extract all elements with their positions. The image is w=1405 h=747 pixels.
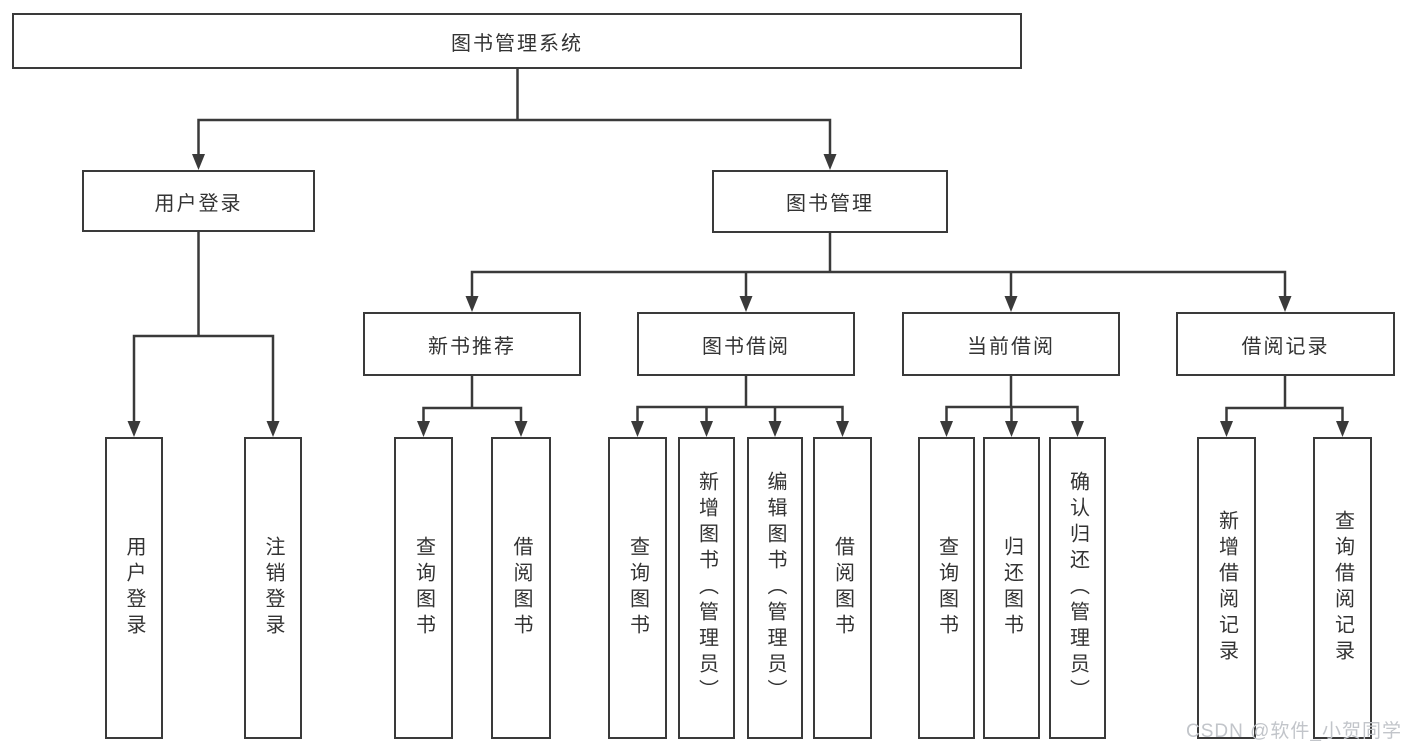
leaf-label-edit-books-admin: 编辑图书（管理员） <box>764 471 786 705</box>
leaf-box-add-books-admin: 新增图书（管理员） <box>678 437 735 739</box>
node-box-borrow-records: 借阅记录 <box>1176 312 1395 376</box>
node-box-user-login: 用户登录 <box>82 170 315 232</box>
leaf-box-edit-books-admin: 编辑图书（管理员） <box>747 437 803 739</box>
node-box-book-borrow: 图书借阅 <box>637 312 855 376</box>
leaf-box-user-login: 用户登录 <box>105 437 163 739</box>
arrowhead-icon <box>514 421 528 437</box>
arrowhead-icon <box>465 296 479 312</box>
node-label-book-borrow: 图书借阅 <box>702 335 790 358</box>
node-box-book-management: 图书管理 <box>712 170 948 233</box>
node-box-current-borrow: 当前借阅 <box>902 312 1120 376</box>
arrowhead-icon <box>192 154 205 170</box>
node-label-borrow-records: 借阅记录 <box>1241 335 1330 358</box>
node-label-new-book-recommend: 新书推荐 <box>428 335 516 358</box>
arrowhead-icon <box>940 421 953 437</box>
leaf-box-logout: 注销登录 <box>244 437 302 739</box>
arrowhead-icon <box>768 421 782 437</box>
leaf-box-query-borrow-record: 查询借阅记录 <box>1313 437 1372 739</box>
leaf-label-return-books: 归还图书 <box>1000 536 1023 640</box>
leaf-label-borrow-books-2: 借阅图书 <box>831 536 854 640</box>
leaf-box-return-books: 归还图书 <box>983 437 1040 739</box>
leaf-box-query-books-3: 查询图书 <box>918 437 975 739</box>
leaf-box-borrow-books-1: 借阅图书 <box>491 437 551 739</box>
node-label-user-login: 用户登录 <box>154 192 243 215</box>
leaf-label-borrow-books-1: 借阅图书 <box>510 536 532 640</box>
arrowhead-icon <box>823 154 837 170</box>
leaf-label-confirm-return-admin: 确认归还（管理员） <box>1066 471 1089 705</box>
arrowhead-icon <box>1278 296 1292 312</box>
arrowhead-icon <box>836 421 849 437</box>
leaf-label-query-books-2: 查询图书 <box>626 536 649 640</box>
leaf-label-user-login: 用户登录 <box>123 536 145 640</box>
node-label-root: 图书管理系统 <box>451 32 583 55</box>
arrowhead-icon <box>631 421 644 437</box>
leaf-box-confirm-return-admin: 确认归还（管理员） <box>1049 437 1106 739</box>
csdn-watermark: CSDN @软件_小贺同学 <box>1186 721 1402 742</box>
arrowhead-icon <box>1005 421 1018 437</box>
leaf-label-query-borrow-record: 查询借阅记录 <box>1331 510 1354 666</box>
arrowhead-icon <box>1220 421 1233 437</box>
leaf-box-query-books-2: 查询图书 <box>608 437 667 739</box>
leaf-box-borrow-books-2: 借阅图书 <box>813 437 872 739</box>
leaf-box-add-borrow-record: 新增借阅记录 <box>1197 437 1256 739</box>
arrowhead-icon <box>127 421 141 437</box>
leaf-label-add-books-admin: 新增图书（管理员） <box>695 471 718 705</box>
node-label-current-borrow: 当前借阅 <box>967 335 1055 358</box>
arrowhead-icon <box>700 421 713 437</box>
arrowhead-icon <box>1004 296 1018 312</box>
arrowhead-icon <box>417 421 430 437</box>
leaf-label-add-borrow-record: 新增借阅记录 <box>1215 510 1238 666</box>
leaf-label-query-books-1: 查询图书 <box>412 536 435 640</box>
node-box-new-book-recommend: 新书推荐 <box>363 312 581 376</box>
arrowhead-icon <box>1071 421 1084 437</box>
node-box-root: 图书管理系统 <box>12 13 1022 69</box>
leaf-label-logout: 注销登录 <box>262 536 284 640</box>
leaf-label-query-books-3: 查询图书 <box>935 536 958 640</box>
arrowhead-icon <box>1336 421 1349 437</box>
arrowhead-icon <box>739 296 753 312</box>
leaf-box-query-books-1: 查询图书 <box>394 437 453 739</box>
arrowhead-icon <box>266 421 280 437</box>
node-label-book-management: 图书管理 <box>786 193 874 215</box>
